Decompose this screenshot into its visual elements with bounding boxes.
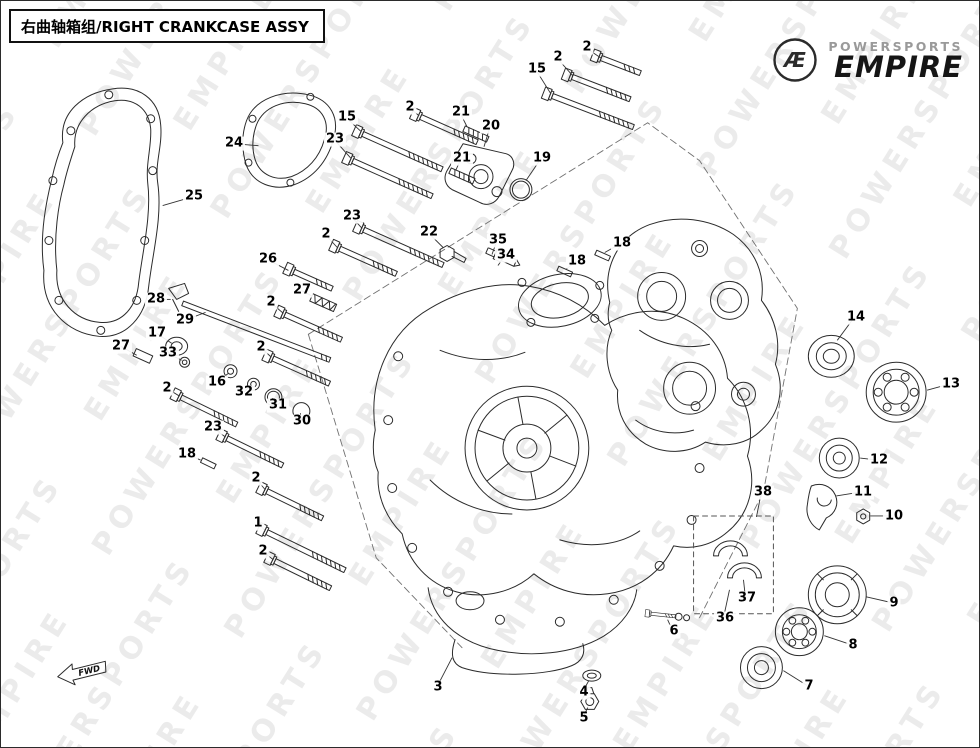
part-bearing-13 <box>865 361 927 423</box>
brand-text: POWERSPORTS EMPIRE <box>828 39 963 82</box>
part-seal-7 <box>739 646 783 690</box>
part-nut-10 <box>856 508 871 525</box>
part-oring-31 <box>264 388 283 407</box>
part-rod-29 <box>181 300 332 363</box>
part-bracket-28 <box>168 282 190 312</box>
part-plug-30 <box>292 402 311 421</box>
fwd-indicator: FWD <box>57 660 107 686</box>
part-gasket-25 <box>41 87 162 337</box>
part-seal-9 <box>807 565 867 625</box>
part-flange-20 <box>444 143 515 205</box>
title-box: 右曲轴箱组/RIGHT CRANKCASE ASSY <box>9 9 325 43</box>
part-plug-22 <box>439 245 467 263</box>
part-plug-5 <box>580 687 600 710</box>
brand-line2: EMPIRE <box>834 49 963 84</box>
part-washer-4 <box>582 669 602 682</box>
part-gasket-24 <box>242 92 337 188</box>
part-washer-16 <box>223 364 238 379</box>
brand-logo: Æ POWERSPORTS EMPIRE <box>772 37 963 83</box>
brand-line1: POWERSPORTS <box>828 38 963 54</box>
brand-logo-icon: Æ <box>773 38 818 82</box>
projection-lines <box>307 122 798 649</box>
page-title: 右曲轴箱组/RIGHT CRANKCASE ASSY <box>21 17 309 36</box>
brand-monogram: Æ <box>783 48 807 72</box>
part-sensor-34-35 <box>485 247 521 267</box>
part-washer-33 <box>179 356 191 368</box>
part-crankcase-rear <box>606 218 781 452</box>
part-cap-17 <box>165 336 189 356</box>
part-spacer-27 <box>132 348 154 364</box>
part-seal-14 <box>807 334 855 378</box>
part-bearing-8 <box>774 607 824 657</box>
part-bearing-12 <box>818 437 860 479</box>
part-oring-19 <box>509 178 533 202</box>
part-crankcase-body <box>372 273 753 675</box>
part-clip-11 <box>806 483 838 531</box>
fastener-bolts <box>169 48 691 622</box>
part-bearing-shells-36-37 <box>693 515 774 615</box>
part-washer-32 <box>246 377 260 391</box>
